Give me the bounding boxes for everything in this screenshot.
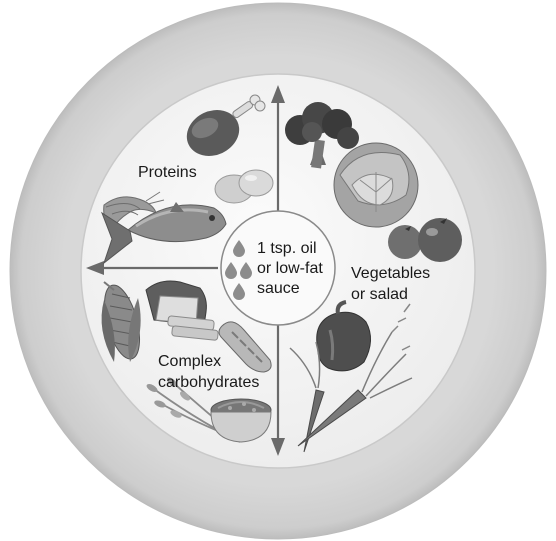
arrow-up (271, 85, 285, 212)
center-label-line-2: or low-fat (257, 260, 323, 277)
chicken-leg-icon (186, 94, 266, 156)
center-label-line-3: sauce (257, 280, 300, 297)
arrow-down (271, 322, 285, 456)
oil-drops-icon (225, 240, 252, 300)
vegetables-label-line-1: Vegetables (351, 265, 431, 282)
center-circle (220, 210, 336, 326)
vegetables-label-line-2: or salad (351, 286, 408, 303)
carbs-label-line-2: carbohydrates (158, 374, 260, 391)
carbs-label-line-1: Complex (158, 353, 222, 370)
corn-icon (101, 281, 141, 362)
pepper-icon (316, 300, 371, 372)
grain-bowl-icon (210, 398, 272, 443)
center-label-line-1: 1 tsp. oil (257, 240, 317, 257)
fish-icon (100, 202, 227, 265)
carrots-icon (289, 303, 413, 453)
bread-loaf-icon (145, 280, 219, 341)
arrow-left (86, 261, 218, 275)
cabbage-icon (333, 142, 419, 228)
tomatoes-icon (388, 218, 462, 262)
eggs-icon (214, 169, 274, 204)
baguette-icon (218, 321, 272, 373)
proteins-label: Proteins (138, 164, 197, 181)
broccoli-icon (285, 102, 359, 169)
